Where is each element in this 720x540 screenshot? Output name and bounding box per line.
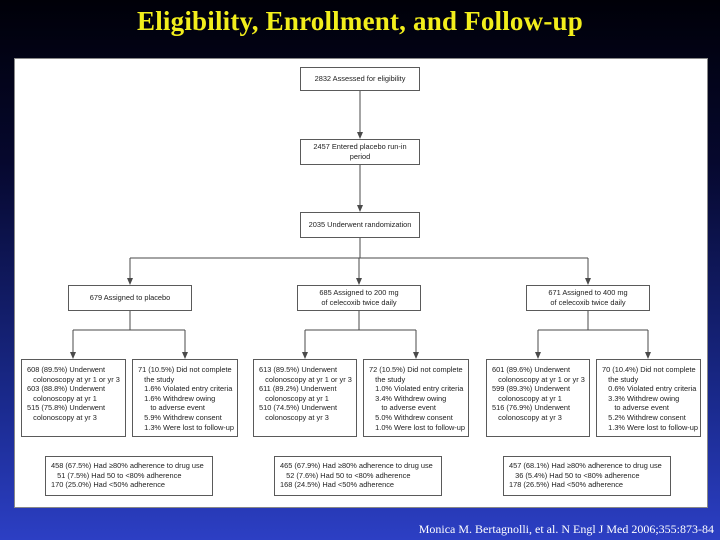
celecoxib-400-colonoscopy-box: 601 (89.6%) Underwent colonoscopy at yr … [486, 359, 590, 437]
arrowhead [70, 352, 76, 359]
detail-line: to adverse event [602, 403, 669, 413]
detail-line: 516 (76.9%) Underwent [492, 403, 571, 413]
celecoxib-200-incomplete-box: 72 (10.5%) Did not complete the study 1.… [363, 359, 469, 437]
detail-line: 5.0% Withdrew consent [369, 412, 453, 422]
placebo-incomplete-box: 71 (10.5%) Did not complete the study 1.… [132, 359, 238, 437]
detail-line: 1.6% Violated entry criteria [138, 384, 233, 394]
placebo-colonoscopy-box: 608 (89.5%) Underwent colonoscopy at yr … [21, 359, 126, 437]
detail-line: colonoscopy at yr 1 or yr 3 [259, 374, 352, 384]
detail-line: 1.6% Withdrew owing [138, 393, 216, 403]
detail-line: 70 (10.4%) Did not complete [602, 365, 696, 374]
detail-line: 1.3% Were lost to follow-up [602, 422, 698, 432]
detail-line: 3.4% Withdrew owing [369, 393, 447, 403]
celecoxib-200-colonoscopy-box: 613 (89.5%) Underwent colonoscopy at yr … [253, 359, 357, 437]
assigned-label: 685 Assigned to 200 mg [319, 288, 399, 298]
detail-line: 0.6% Violated entry criteria [602, 384, 697, 394]
arrowhead [127, 278, 133, 285]
detail-line: 601 (89.6%) Underwent [492, 365, 571, 374]
citation: Monica M. Bertagnolli, et al. N Engl J M… [418, 522, 714, 536]
detail-line: 36 (5.4%) Had 50 to <80% adherence [509, 470, 640, 480]
detail-line: 457 (68.1%) Had ≥80% adherence to drug u… [509, 461, 662, 470]
detail-line: to adverse event [369, 403, 436, 413]
celecoxib-400-adherence-box: 457 (68.1%) Had ≥80% adherence to drug u… [503, 456, 671, 496]
detail-line: 515 (75.8%) Underwent [27, 403, 106, 413]
detail-line: the study [369, 374, 406, 384]
celecoxib-200-adherence-box: 465 (67.9%) Had ≥80% adherence to drug u… [274, 456, 442, 496]
detail-line: 1.0% Violated entry criteria [369, 384, 464, 394]
celecoxib-400-assigned-box: 671 Assigned to 400 mg of celecoxib twic… [526, 285, 650, 311]
detail-line: colonoscopy at yr 1 [259, 393, 329, 403]
detail-line: colonoscopy at yr 1 or yr 3 [492, 374, 585, 384]
arrowhead [182, 352, 188, 359]
detail-line: 178 (26.5%) Had <50% adherence [509, 480, 624, 490]
detail-line: the study [138, 374, 175, 384]
detail-line: colonoscopy at yr 3 [27, 412, 97, 422]
arrowhead [356, 278, 362, 285]
detail-line: 71 (10.5%) Did not complete [138, 365, 232, 374]
detail-line: colonoscopy at yr 3 [259, 412, 329, 422]
arrowhead [645, 352, 651, 359]
placebo-adherence-box: 458 (67.5%) Had ≥80% adherence to drug u… [45, 456, 213, 496]
flowchart-panel: 2832 Assessed for eligibility 2457 Enter… [14, 58, 708, 508]
assessed-box: 2832 Assessed for eligibility [300, 67, 420, 91]
detail-line: 72 (10.5%) Did not complete [369, 365, 463, 374]
detail-line: 613 (89.5%) Underwent [259, 365, 338, 374]
placebo-assigned-box: 679 Assigned to placebo [68, 285, 192, 311]
detail-line: colonoscopy at yr 1 or yr 3 [27, 374, 120, 384]
detail-line: 603 (88.8%) Underwent [27, 384, 106, 394]
detail-line: 465 (67.9%) Had ≥80% adherence to drug u… [280, 461, 433, 470]
detail-line: 52 (7.6%) Had 50 to <80% adherence [280, 470, 411, 480]
arrowhead [302, 352, 308, 359]
assessed-label: 2832 Assessed for eligibility [314, 74, 406, 84]
slide-title: Eligibility, Enrollment, and Follow-up [137, 6, 583, 36]
detail-line: to adverse event [138, 403, 205, 413]
arrowhead [585, 278, 591, 285]
assigned-label: of celecoxib twice daily [550, 298, 626, 307]
detail-line: 1.3% Were lost to follow-up [138, 422, 234, 432]
detail-line: 458 (67.5%) Had ≥80% adherence to drug u… [51, 461, 204, 470]
run-in-line: 2457 Entered placebo run-in [313, 142, 407, 152]
detail-line: 611 (89.2%) Underwent [259, 384, 337, 394]
detail-line: colonoscopy at yr 1 [27, 393, 97, 403]
run-in-box: 2457 Entered placebo run-in period [300, 139, 420, 165]
celecoxib-200-assigned-box: 685 Assigned to 200 mg of celecoxib twic… [297, 285, 421, 311]
detail-line: 5.2% Withdrew consent [602, 412, 686, 422]
detail-line: colonoscopy at yr 3 [492, 412, 562, 422]
detail-line: colonoscopy at yr 1 [492, 393, 562, 403]
detail-line: 599 (89.3%) Underwent [492, 384, 571, 394]
celecoxib-400-incomplete-box: 70 (10.4%) Did not complete the study 0.… [596, 359, 701, 437]
run-in-line: period [349, 152, 371, 161]
detail-line: 3.3% Withdrew owing [602, 393, 680, 403]
detail-line: 1.0% Were lost to follow-up [369, 422, 465, 432]
assigned-label: of celecoxib twice daily [321, 298, 397, 307]
detail-line: 510 (74.5%) Underwent [259, 403, 338, 413]
assigned-label: 671 Assigned to 400 mg [548, 288, 628, 298]
arrowhead [413, 352, 419, 359]
detail-line: 168 (24.5%) Had <50% adherence [280, 480, 395, 490]
randomization-label: 2035 Underwent randomization [308, 220, 412, 230]
randomization-box: 2035 Underwent randomization [300, 212, 420, 238]
arrowhead [357, 132, 363, 139]
flowchart-connectors [70, 91, 651, 359]
assigned-label: 679 Assigned to placebo [89, 293, 171, 303]
detail-line: the study [602, 374, 639, 384]
detail-line: 170 (25.0%) Had <50% adherence [51, 480, 166, 490]
detail-line: 51 (7.5%) Had 50 to <80% adherence [51, 470, 182, 480]
detail-line: 5.9% Withdrew consent [138, 412, 222, 422]
arrowhead [535, 352, 541, 359]
detail-line: 608 (89.5%) Underwent [27, 365, 106, 374]
arrowhead [357, 205, 363, 212]
